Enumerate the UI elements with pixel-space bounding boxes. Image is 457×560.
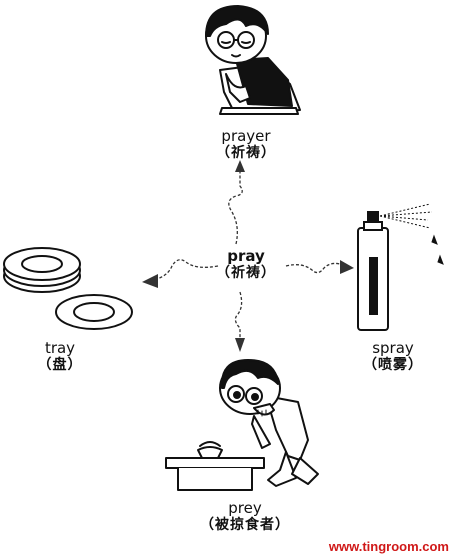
center-meaning: （祈祷） — [216, 265, 276, 282]
node-prayer-meaning: （祈祷） — [216, 145, 276, 162]
node-prey-meaning: （被掠食者） — [200, 517, 290, 534]
plates-illustration — [3, 247, 133, 330]
node-prayer-word: prayer — [221, 127, 271, 145]
node-prey-word: prey — [228, 499, 262, 517]
node-spray: spray （喷雾） — [348, 339, 438, 374]
node-pray-center: pray （祈祷） — [196, 247, 296, 282]
connector-arrows — [142, 160, 354, 352]
node-spray-meaning: （喷雾） — [363, 357, 423, 374]
node-tray-meaning: （盘） — [37, 357, 83, 374]
spray-can-illustration — [357, 203, 444, 331]
node-spray-word: spray — [372, 339, 414, 357]
node-tray: tray （盘） — [20, 339, 100, 374]
node-prayer: prayer （祈祷） — [196, 127, 296, 162]
node-tray-word: tray — [44, 339, 76, 357]
praying-boy-illustration — [205, 5, 301, 115]
center-word: pray — [227, 247, 265, 265]
site-watermark: www.tingroom.com — [328, 539, 449, 554]
node-prey: prey （被掠食者） — [180, 499, 310, 534]
crouching-boy-illustration — [165, 359, 319, 491]
